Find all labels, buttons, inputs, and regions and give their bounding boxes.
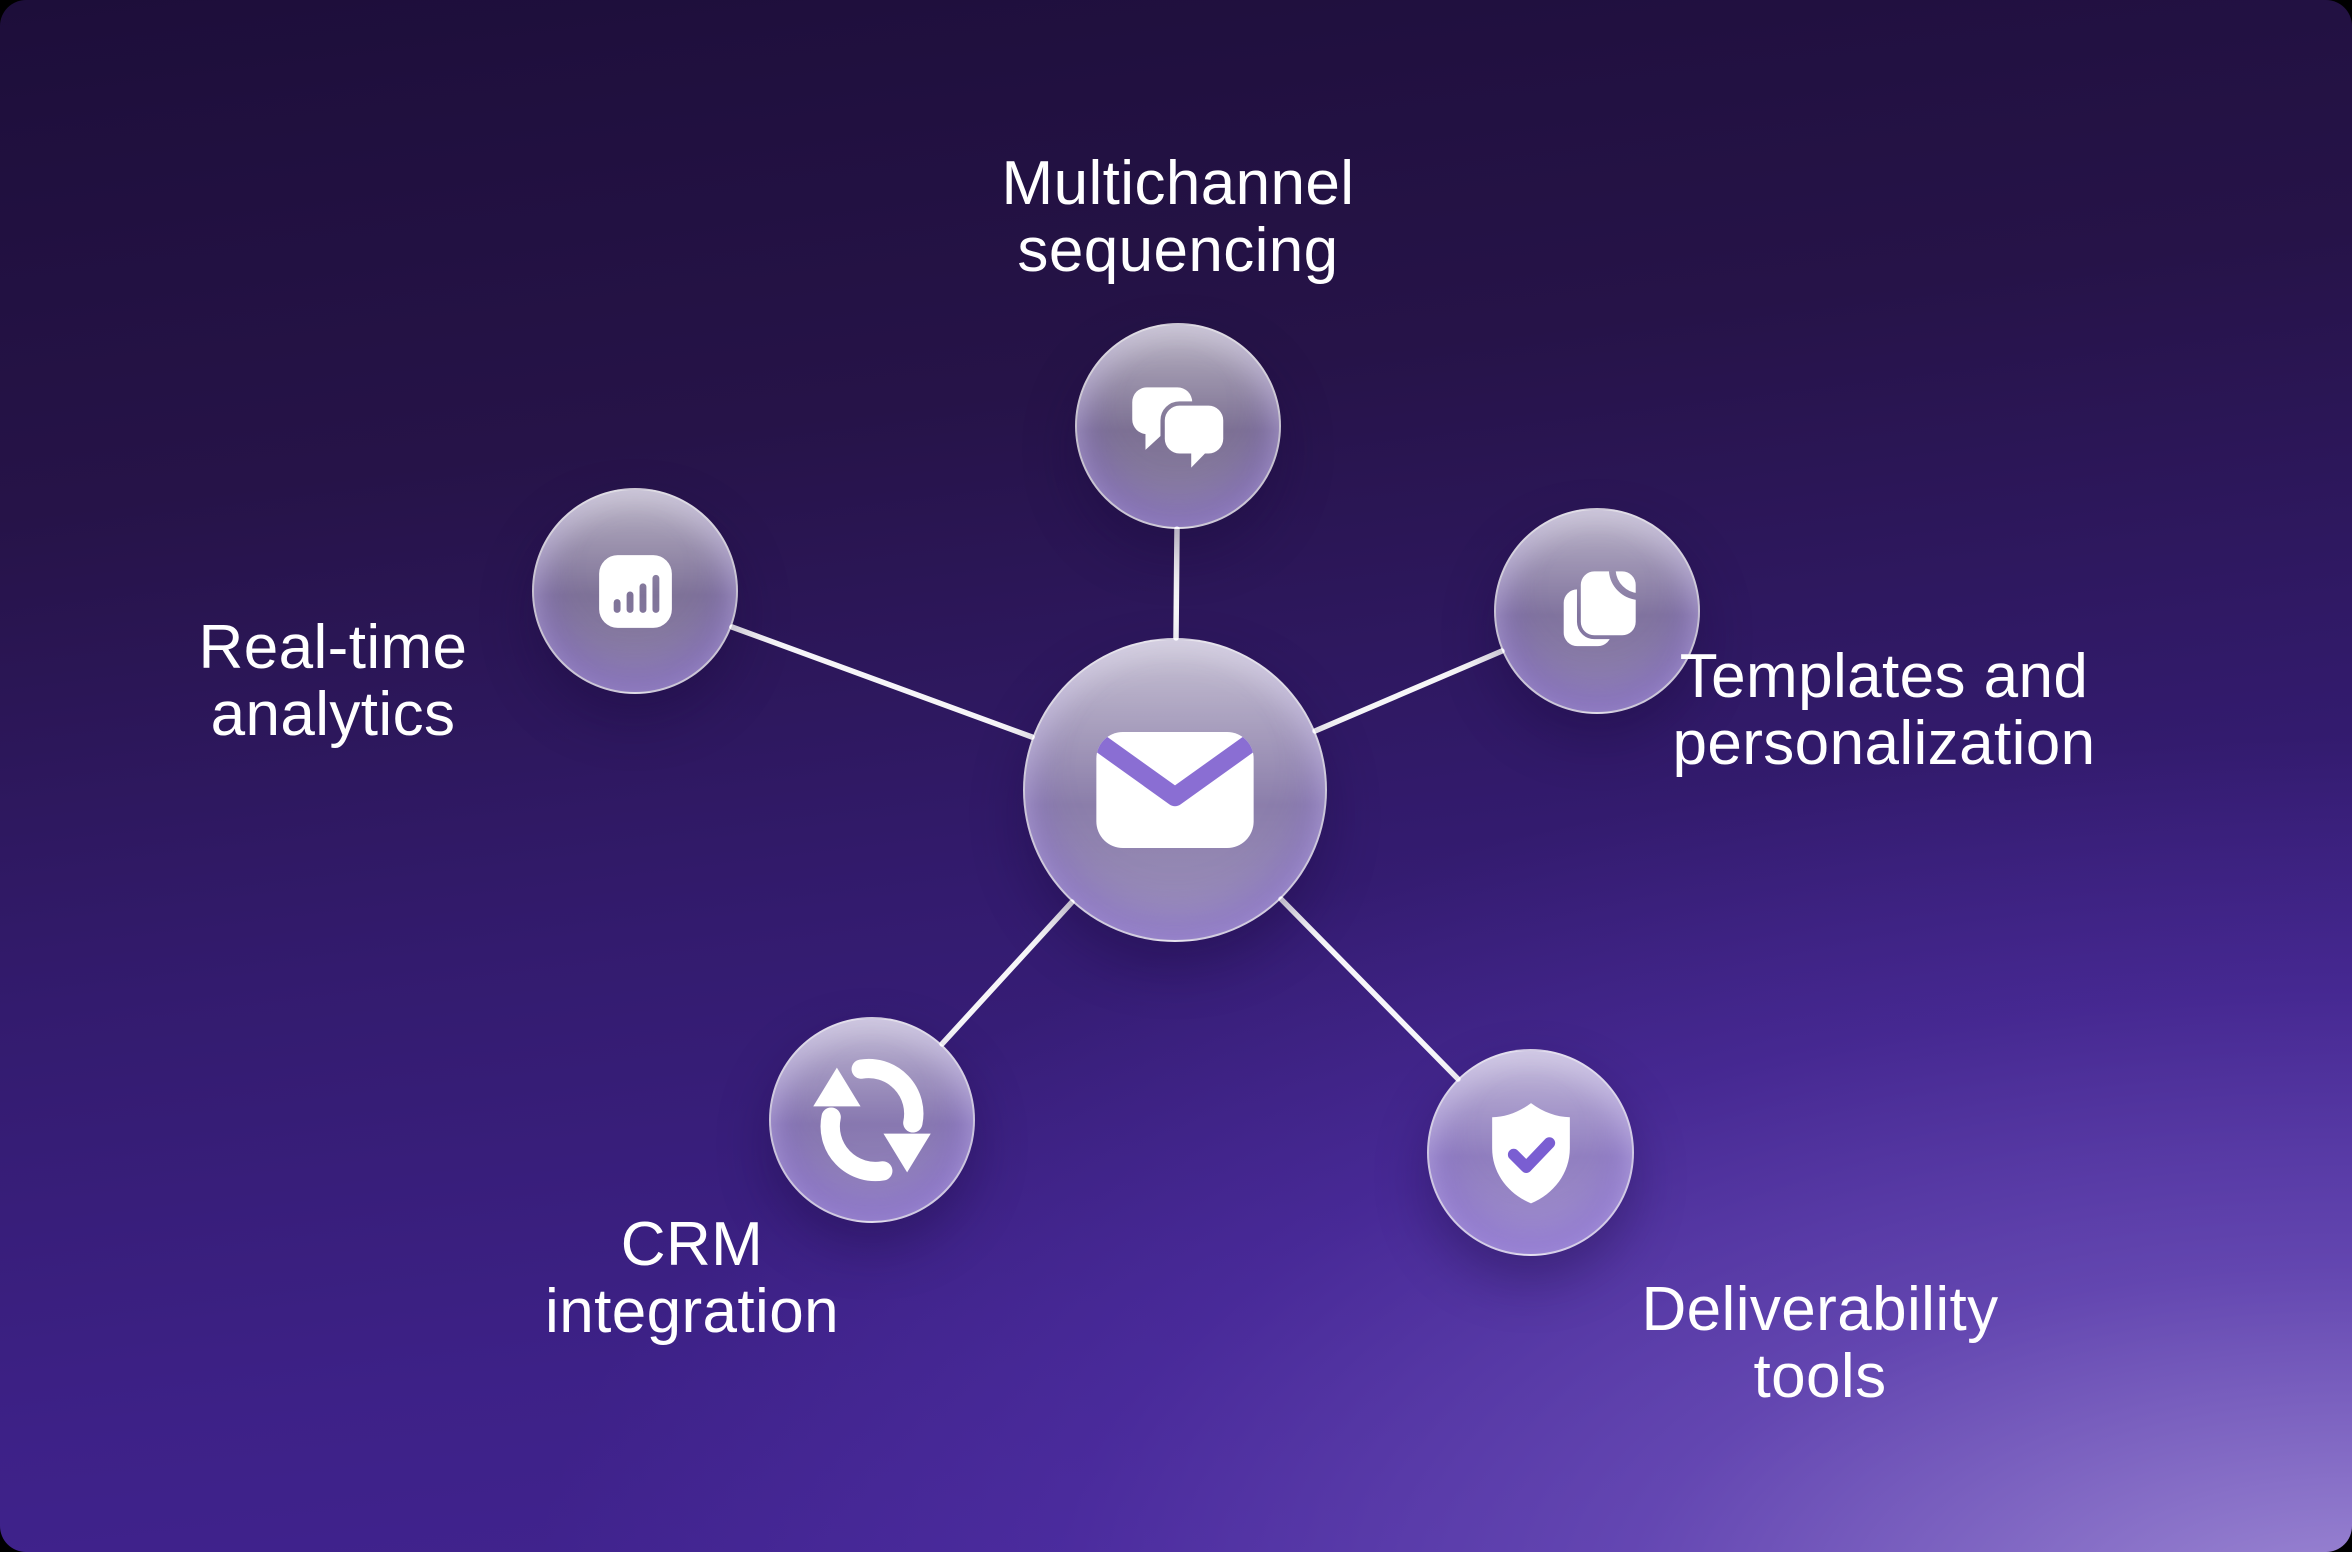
connector-bottom-left — [939, 899, 1075, 1047]
label-line: analytics — [210, 680, 456, 749]
label-line: Deliverability — [1641, 1275, 1999, 1344]
shield-check-icon — [1491, 1102, 1570, 1203]
connector-right — [1312, 648, 1505, 734]
label-line: tools — [1753, 1342, 1887, 1411]
node-deliverability-tools — [1427, 1049, 1634, 1256]
connector-bottom-right — [1278, 896, 1461, 1082]
envelope-icon — [1096, 732, 1254, 848]
label-line: personalization — [1672, 709, 2096, 778]
node-multichannel-sequencing — [1075, 323, 1281, 529]
label-crm-integration: CRM integration — [545, 1211, 839, 1345]
chat-bubbles-icon — [1117, 365, 1239, 487]
label-line: Real-time — [198, 613, 468, 682]
center-node-email — [1023, 638, 1327, 942]
label-multichannel-sequencing: Multichannel sequencing — [1002, 150, 1355, 284]
bar-chart-icon — [586, 542, 684, 640]
label-line: CRM — [620, 1210, 764, 1279]
label-deliverability-tools: Deliverability tools — [1641, 1276, 1998, 1410]
connector-left — [729, 624, 1035, 740]
node-real-time-analytics — [532, 488, 738, 694]
label-templates-personalization: Templates and personalization — [1672, 643, 2095, 777]
label-line: Multichannel — [1001, 149, 1355, 218]
copy-documents-icon — [1543, 557, 1651, 665]
sync-arrows-icon — [813, 1058, 931, 1182]
label-real-time-analytics: Real-time analytics — [199, 614, 468, 748]
connector-top — [1173, 526, 1180, 641]
node-templates-personalization — [1494, 508, 1700, 714]
label-line: integration — [545, 1277, 839, 1346]
label-line: sequencing — [1017, 216, 1339, 285]
label-line: Templates and — [1679, 642, 2089, 711]
node-crm-integration — [769, 1017, 975, 1223]
